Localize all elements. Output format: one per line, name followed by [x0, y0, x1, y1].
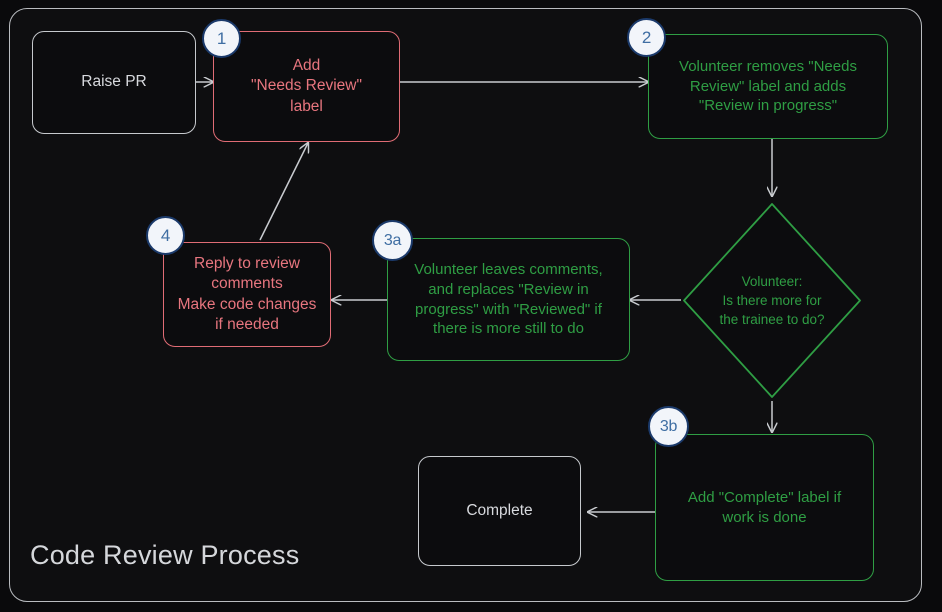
- badge-step-1: 1: [202, 19, 241, 58]
- node-volunteer-leaves-comments[interactable]: Volunteer leaves comments, and replaces …: [387, 238, 630, 361]
- node-add-needs-review-label: Add "Needs Review" label: [251, 56, 362, 115]
- node-decision-more-work[interactable]: Volunteer: Is there more for the trainee…: [681, 201, 863, 400]
- node-volunteer-takes-review-label: Volunteer removes "Needs Review" label a…: [679, 57, 857, 115]
- node-reply-to-comments[interactable]: Reply to review comments Make code chang…: [163, 242, 331, 347]
- badge-step-4: 4: [146, 216, 185, 255]
- node-complete-label: Complete: [466, 501, 533, 519]
- diagram-title: Code Review Process: [30, 540, 300, 570]
- node-reply-to-comments-label: Reply to review comments Make code chang…: [177, 254, 317, 333]
- node-complete[interactable]: Complete: [418, 456, 581, 566]
- node-add-needs-review[interactable]: Add "Needs Review" label: [213, 31, 400, 142]
- node-decision-more-work-label: Volunteer: Is there more for the trainee…: [719, 273, 825, 328]
- node-raise-pr[interactable]: Raise PR: [32, 31, 196, 134]
- node-volunteer-takes-review[interactable]: Volunteer removes "Needs Review" label a…: [648, 34, 888, 139]
- node-volunteer-leaves-comments-label: Volunteer leaves comments, and replaces …: [414, 260, 603, 338]
- badge-step-3a: 3a: [372, 220, 413, 261]
- node-add-complete-label[interactable]: Add "Complete" label if work is done: [655, 434, 874, 581]
- node-add-complete-label-text: Add "Complete" label if work is done: [687, 488, 842, 526]
- diamond-shape: [683, 203, 861, 398]
- badge-step-2: 2: [627, 18, 666, 57]
- badge-step-3b: 3b: [648, 406, 689, 447]
- node-raise-pr-label: Raise PR: [81, 73, 147, 91]
